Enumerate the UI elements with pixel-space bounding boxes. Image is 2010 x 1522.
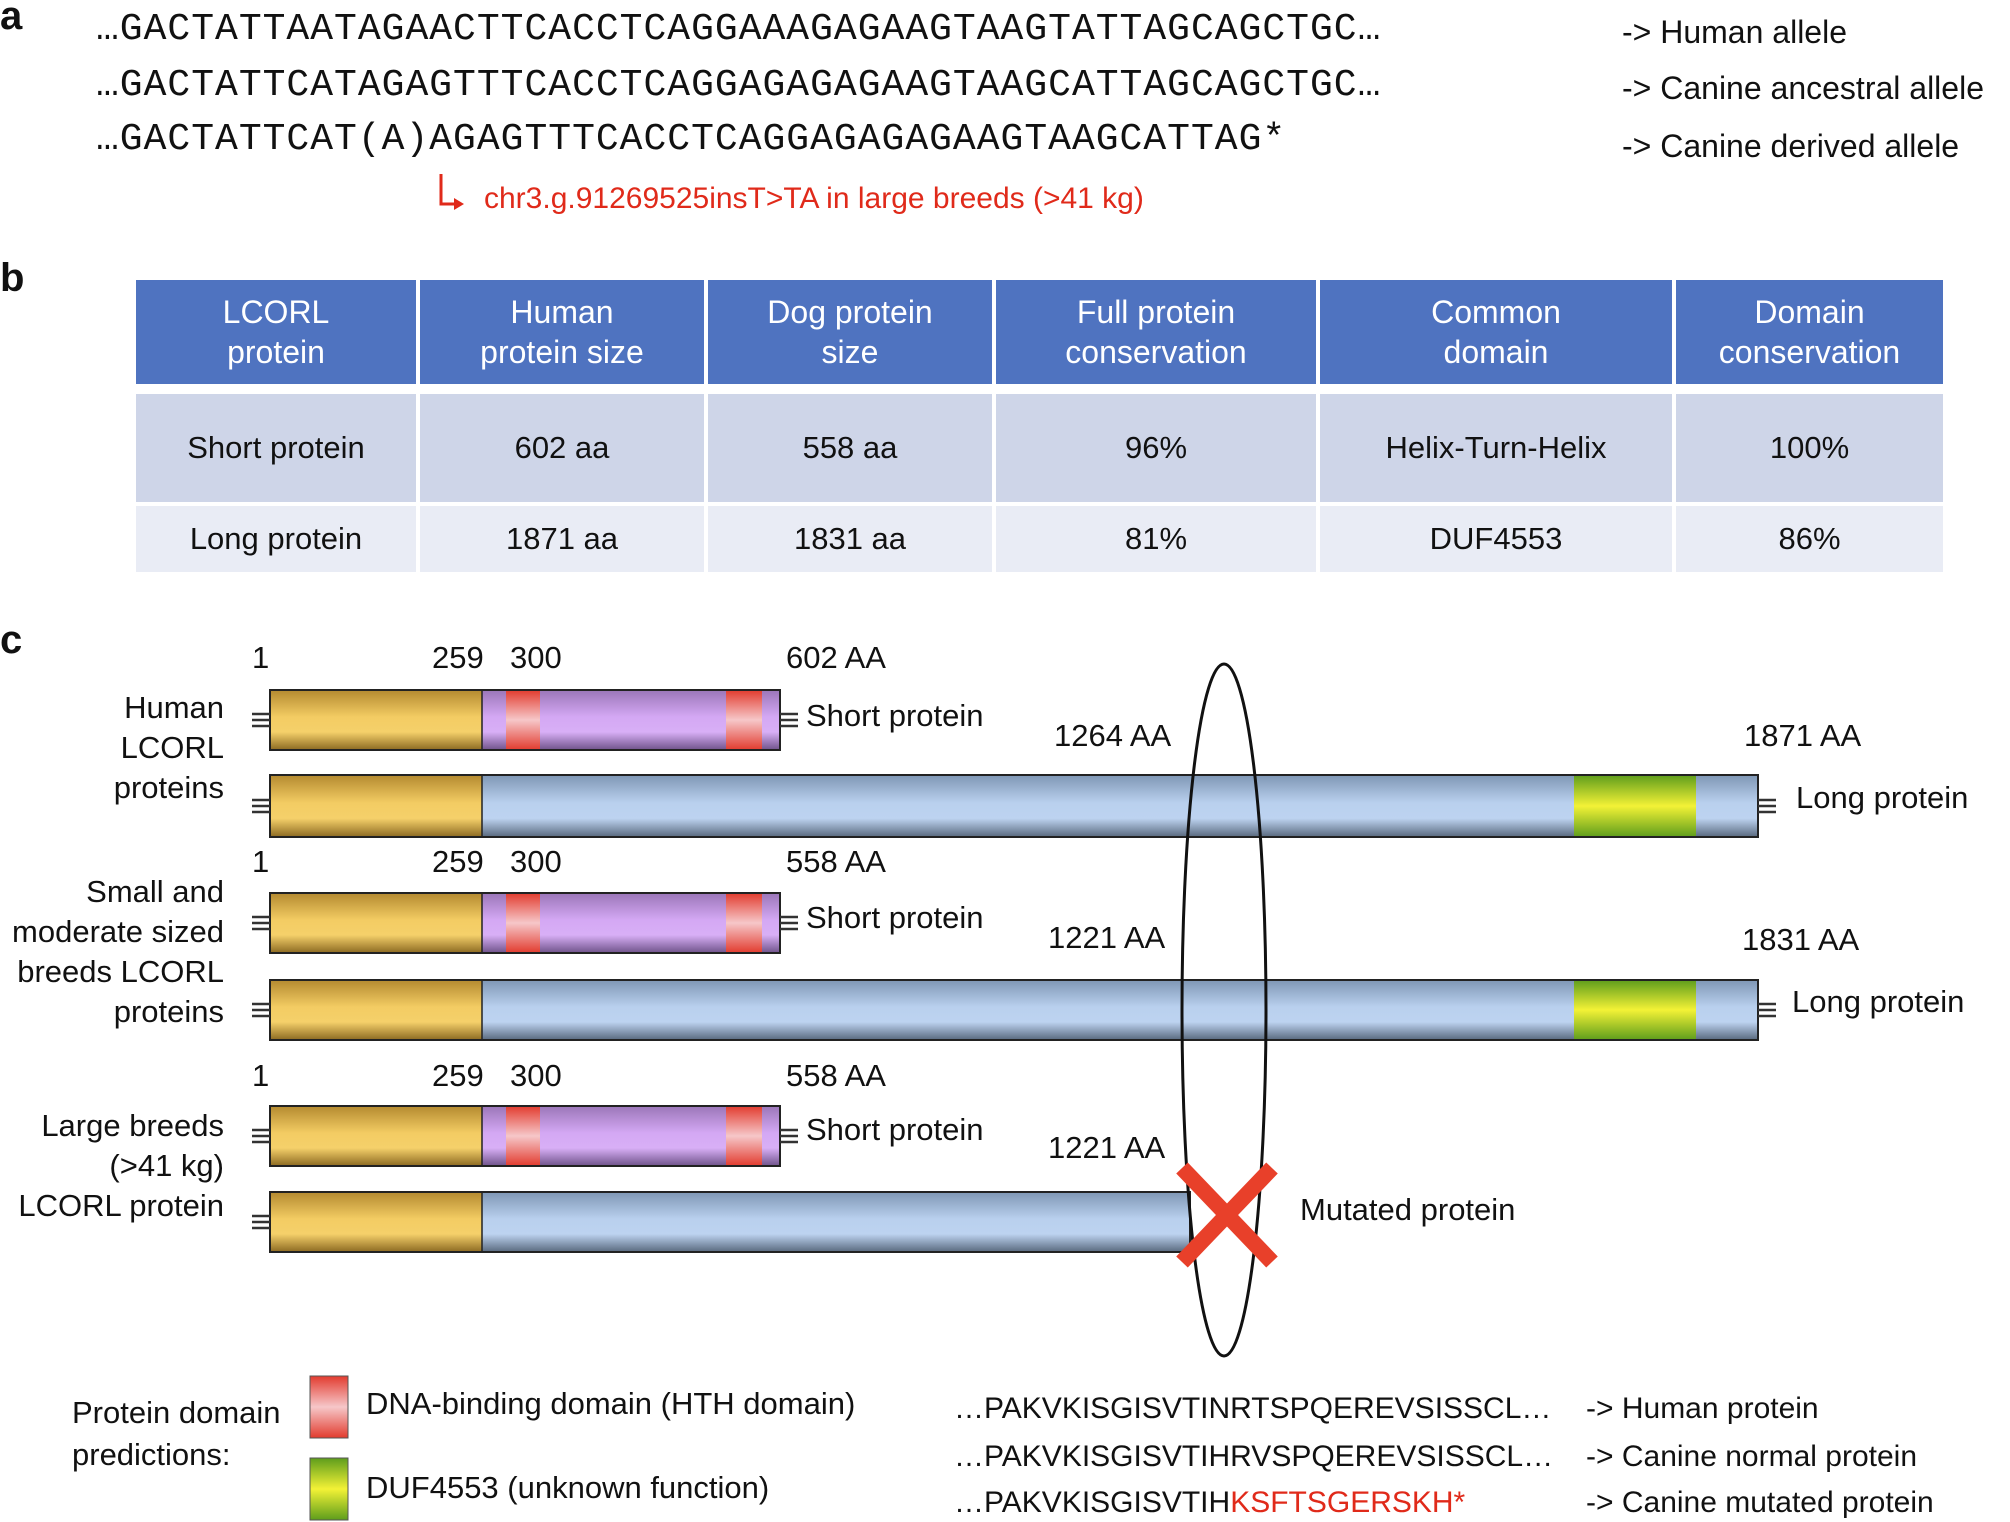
- mutated-protein-mid-position: 1221 AA: [1048, 1130, 1166, 1165]
- dog-long-protein-bar: [269, 979, 1759, 1041]
- legend-swatch-hth: [309, 1375, 349, 1439]
- table-cell: 1831 aa: [708, 506, 992, 572]
- group-label-large-breeds: Large breeds (>41 kg) LCORL protein: [18, 1108, 224, 1223]
- long-protein-label: Long protein: [1796, 780, 1969, 815]
- peptide-canine-normal: …PAKVKISGISVTIHRVSPQEREVSISSCL…: [954, 1440, 1554, 1473]
- long-protein-end-position: 1871 AA: [1744, 718, 1862, 753]
- sequence-canine-ancestral: …GACTATTCATAGAGTTTCACCTCAGGAGAGAGAAGTAAG…: [96, 64, 1382, 107]
- position-end: 558 AA: [786, 1058, 886, 1093]
- table-cell: 1871 aa: [420, 506, 704, 572]
- col-header-human-size: Human protein size: [420, 280, 704, 384]
- hth-domain: [726, 690, 762, 750]
- position-259: 259: [432, 844, 484, 879]
- long-protein-end-position: 1831 AA: [1742, 922, 1860, 957]
- position-start: 1: [252, 844, 270, 879]
- table-cell: 81%: [996, 506, 1316, 572]
- break-mark-icons: [252, 712, 1776, 1230]
- sequence-label-canine-ancestral: -> Canine ancestral allele: [1622, 70, 1984, 106]
- table-cell: 96%: [996, 394, 1316, 502]
- panel-b-letter: b: [0, 256, 25, 300]
- position-start: 1: [252, 640, 270, 675]
- position-300: 300: [510, 640, 562, 675]
- peptide-label-human: -> Human protein: [1586, 1392, 1819, 1425]
- table-cell: Helix-Turn-Helix: [1320, 394, 1672, 502]
- legend-title: Protein domain predictions:: [72, 1395, 281, 1472]
- col-header-dog-size: Dog protein size: [708, 280, 992, 384]
- short-protein-label: Short protein: [806, 698, 984, 733]
- hth-domain: [726, 1106, 762, 1166]
- position-259: 259: [432, 640, 484, 675]
- sequence-label-canine-derived: -> Canine derived allele: [1622, 128, 1960, 164]
- peptide-conserved-part: …PAKVKISGISVTIH: [954, 1486, 1231, 1519]
- table-row: Long protein 1871 aa 1831 aa 81% DUF4553…: [136, 506, 1943, 572]
- position-end: 558 AA: [786, 844, 886, 879]
- long-protein-mid-position: 1264 AA: [1054, 718, 1172, 753]
- hth-domain: [506, 690, 540, 750]
- long-protein-label: Long protein: [1792, 984, 1965, 1019]
- group-label-small-moderate: Small and moderate sized breeds LCORL pr…: [12, 874, 224, 1029]
- position-300: 300: [510, 844, 562, 879]
- human-long-protein-bar: [269, 774, 1759, 838]
- table-cell: DUF4553: [1320, 506, 1672, 572]
- panel-c-letter: c: [0, 618, 23, 662]
- legend-label-hth: DNA-binding domain (HTH domain): [366, 1386, 856, 1421]
- sequence-canine-derived: …GACTATTCAT(A)AGAGTTTCACCTCAGGAGAGAGAAGT…: [96, 118, 1287, 161]
- peptide-canine-mutated: …PAKVKISGISVTIHKSFTSGERSKH*: [954, 1486, 1465, 1520]
- dog-short-protein-bar: [269, 892, 781, 954]
- table-row: Short protein 602 aa 558 aa 96% Helix-Tu…: [136, 394, 1943, 502]
- col-header-common-domain: Common domain: [1320, 280, 1672, 384]
- sequence-label-human: -> Human allele: [1622, 14, 1847, 50]
- mutation-arrow-icon: [439, 174, 464, 210]
- duf4553-domain: [1574, 980, 1696, 1040]
- table-cell: 86%: [1676, 506, 1943, 572]
- peptide-human: …PAKVKISGISVTINRTSPQEREVSISSCL…: [954, 1392, 1552, 1425]
- peptide-mutant-part: KSFTSGERSKH*: [1230, 1486, 1466, 1519]
- table-cell: 602 aa: [420, 394, 704, 502]
- table-cell: 558 aa: [708, 394, 992, 502]
- duf4553-domain: [1574, 775, 1696, 837]
- hth-domain: [506, 1106, 540, 1166]
- position-259: 259: [432, 1058, 484, 1093]
- legend-swatch-duf4553: [309, 1457, 349, 1521]
- peptide-label-canine-normal: -> Canine normal protein: [1586, 1440, 1918, 1473]
- mutation-site-ellipse: [1180, 662, 1268, 1358]
- mutation-note: chr3.g.91269525insT>TA in large breeds (…: [484, 182, 1144, 215]
- panel-a-letter: a: [0, 0, 23, 38]
- legend-label-duf4553: DUF4553 (unknown function): [366, 1470, 770, 1505]
- hth-domain: [506, 893, 540, 953]
- human-short-protein-bar: [269, 689, 781, 751]
- long-protein-mid-position: 1221 AA: [1048, 920, 1166, 955]
- col-header-full-conservation: Full protein conservation: [996, 280, 1316, 384]
- group-label-human: Human LCORL proteins: [113, 690, 224, 805]
- table-cell: Short protein: [136, 394, 416, 502]
- peptide-label-canine-mutated: -> Canine mutated protein: [1586, 1486, 1934, 1519]
- position-end: 602 AA: [786, 640, 886, 675]
- col-header-protein: LCORL protein: [136, 280, 416, 384]
- position-300: 300: [510, 1058, 562, 1093]
- short-protein-label: Short protein: [806, 900, 984, 935]
- short-protein-label: Short protein: [806, 1112, 984, 1147]
- hth-domain: [726, 893, 762, 953]
- mutation-cross-icon: [1176, 1162, 1278, 1268]
- mutated-protein-label: Mutated protein: [1300, 1192, 1516, 1227]
- col-header-domain-conservation: Domain conservation: [1676, 280, 1943, 384]
- table-header-row: LCORL protein Human protein size Dog pro…: [136, 280, 1943, 384]
- position-start: 1: [252, 1058, 270, 1093]
- large-breed-mutated-protein-bar: [269, 1191, 1191, 1253]
- sequence-human: …GACTATTAATAGAACTTCACCTCAGGAAAGAGAAGTAAG…: [96, 8, 1382, 51]
- table-cell: Long protein: [136, 506, 416, 572]
- lcorl-comparison-table: LCORL protein Human protein size Dog pro…: [132, 276, 1947, 576]
- table-cell: 100%: [1676, 394, 1943, 502]
- large-breed-short-protein-bar: [269, 1105, 781, 1167]
